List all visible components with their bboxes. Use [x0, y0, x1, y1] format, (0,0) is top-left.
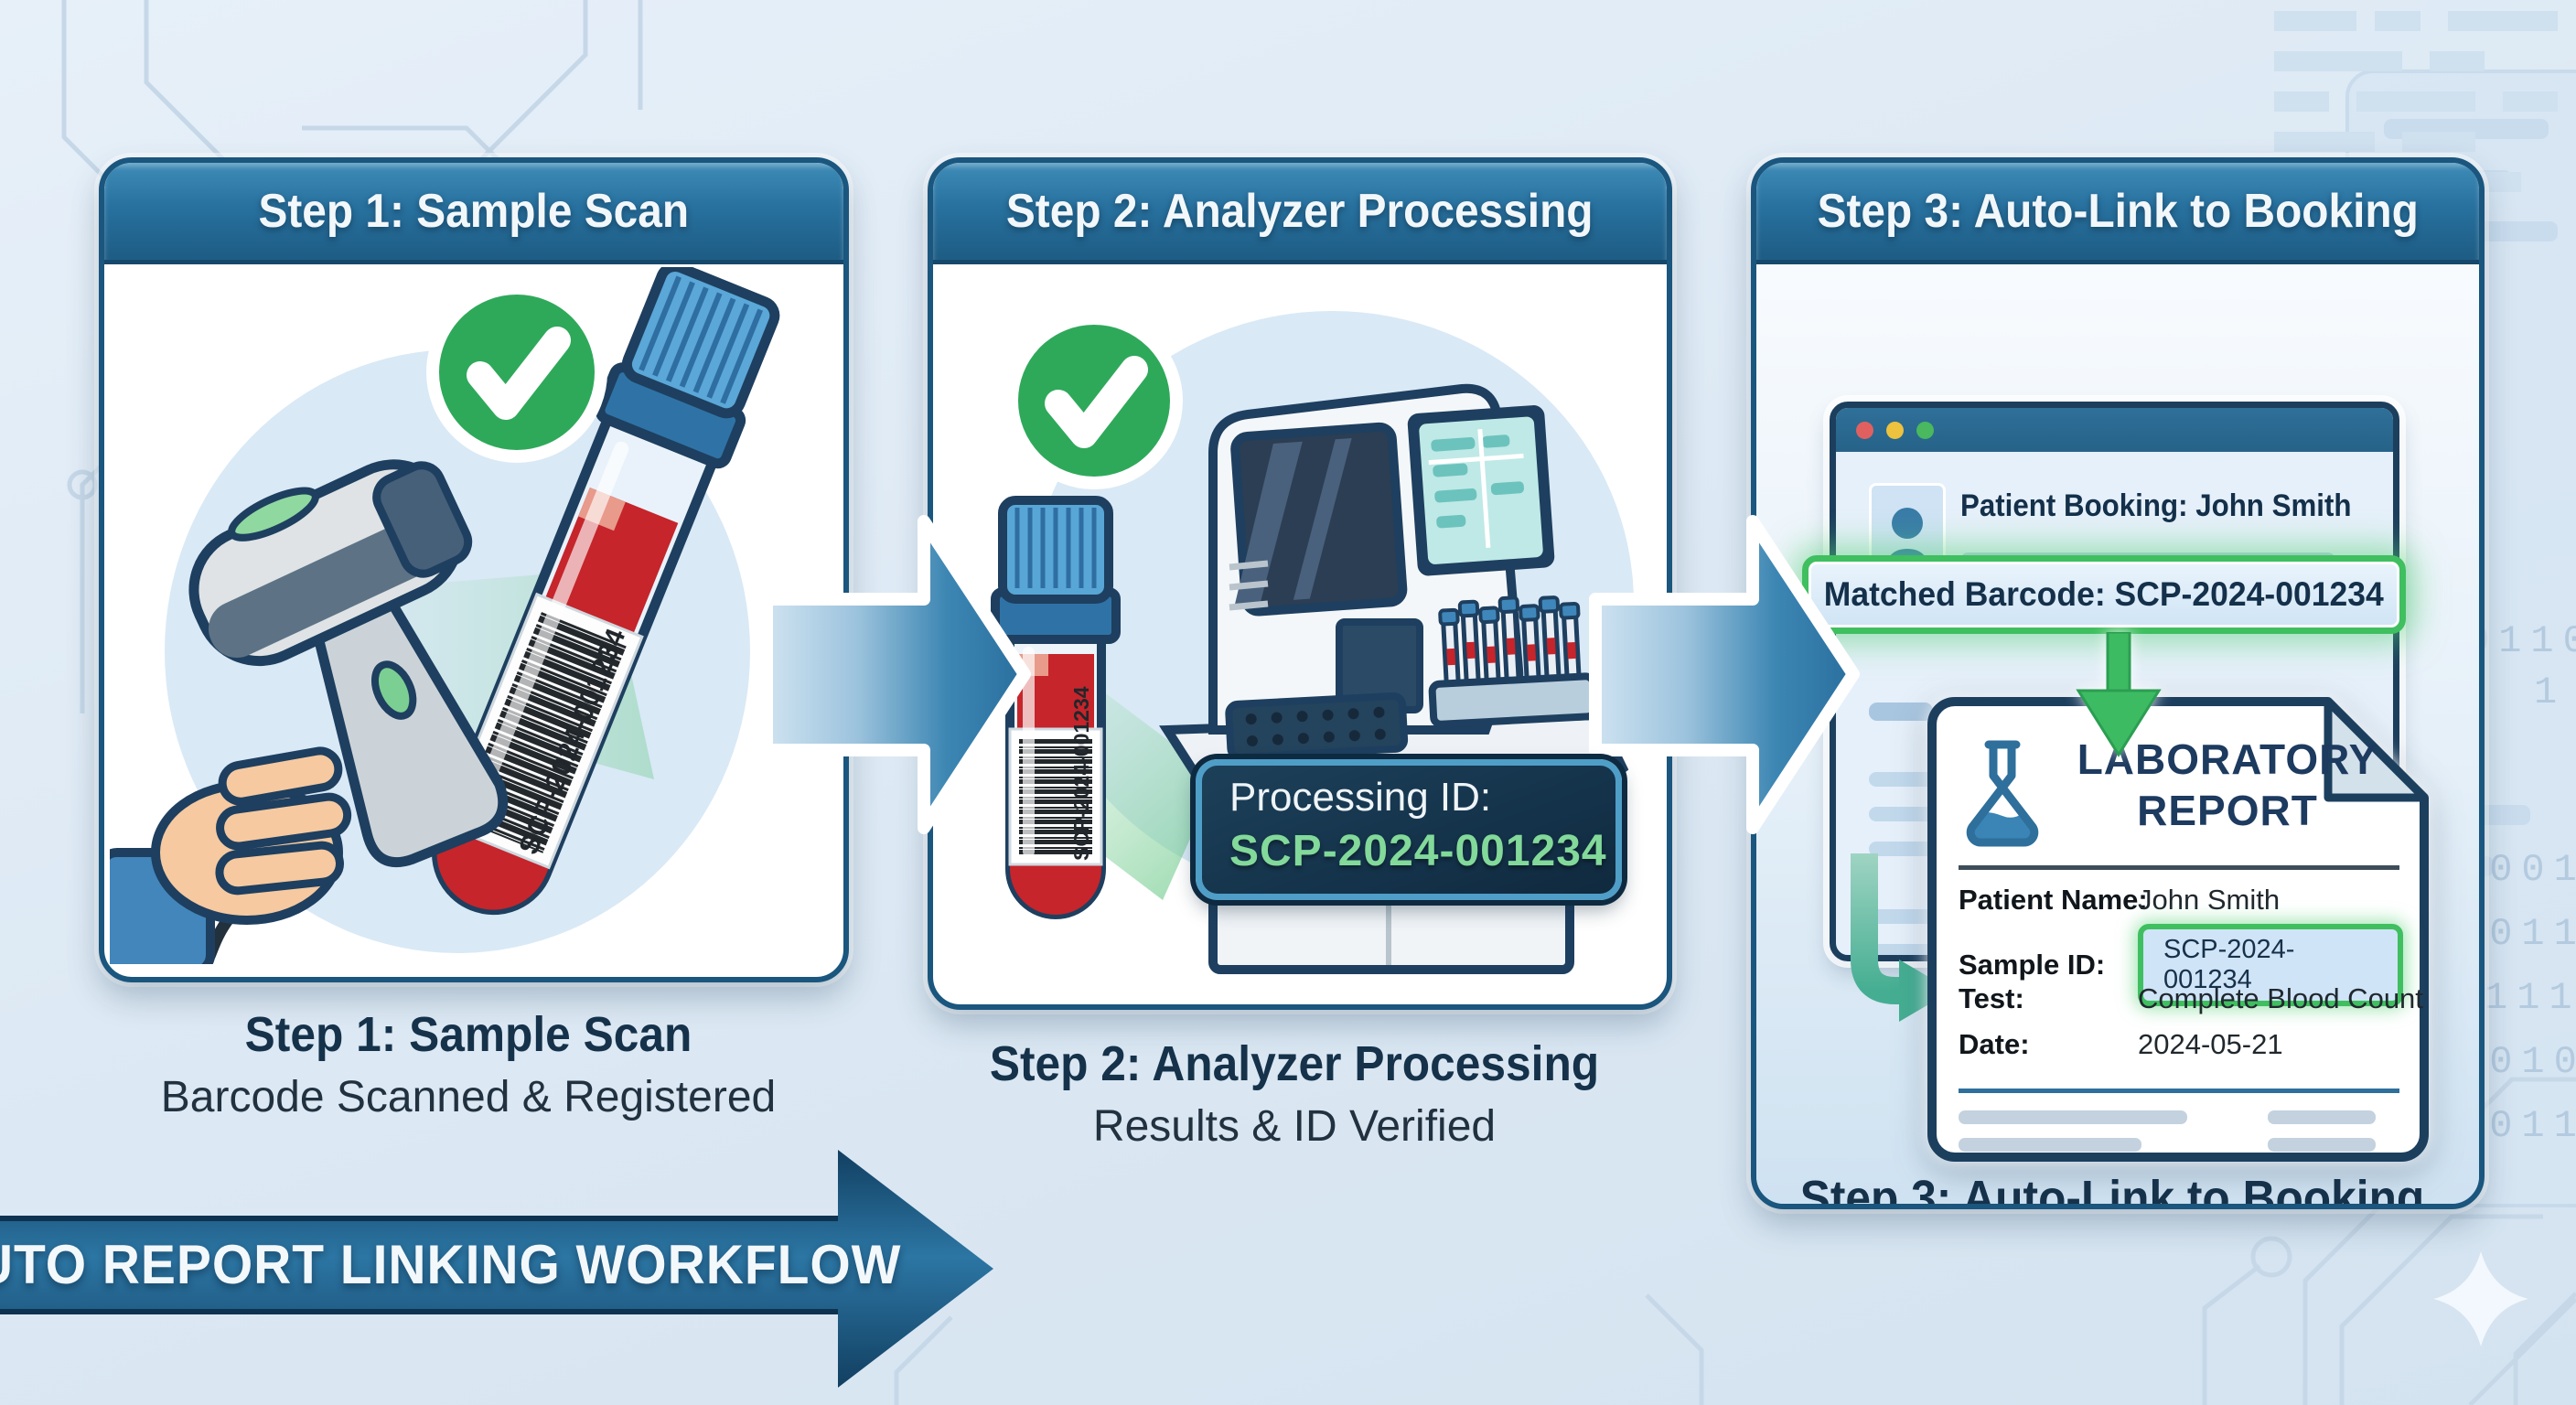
- processing-id-value: SCP-2024-001234: [1229, 827, 1607, 875]
- flow-arrow-1: [760, 515, 1031, 834]
- report-field-value: John Smith: [2138, 884, 2281, 916]
- step3-header-label: Step 3: Auto-Link to Booking: [1817, 185, 2419, 238]
- matched-barcode-label: Matched Barcode: SCP-2024-001234: [1823, 575, 2384, 613]
- step3-caption: Step 3: Auto-Link to Booking Report Auto…: [1769, 1170, 2455, 1209]
- step1-caption: Step 1: Sample Scan Barcode Scanned & Re…: [99, 1006, 838, 1122]
- report-divider-blue: [1959, 1089, 2399, 1093]
- report-title: LABORATORY REPORT: [2077, 735, 2378, 835]
- report-field-row: Date: 2024-05-21: [1959, 1028, 2403, 1061]
- step1-header-label: Step 1: Sample Scan: [258, 185, 690, 238]
- step3-header: Step 3: Auto-Link to Booking: [1756, 163, 2479, 264]
- report-field-label: Patient Name:: [1959, 884, 2148, 916]
- page-fold: [2324, 697, 2429, 802]
- id-beam: [1076, 686, 1218, 900]
- window-dot-red: [1856, 421, 1873, 439]
- sample-rack: [1428, 595, 1598, 728]
- blood-tube-illustration: SCP-2024-001234: [991, 496, 1121, 919]
- processing-id-label: Processing ID:: [1229, 775, 1492, 820]
- report-divider: [1959, 865, 2399, 870]
- step1-caption-title: Step 1: Sample Scan: [244, 1007, 692, 1062]
- report-field-value: Complete Blood Count: [2138, 982, 2423, 1014]
- svg-text:0110: 0110: [2466, 619, 2576, 663]
- booking-window-title: Patient Booking: John Smith: [1960, 488, 2352, 523]
- step1-header: Step 1: Sample Scan: [104, 163, 843, 264]
- flow-arrow-2: [1589, 515, 1860, 834]
- placeholder-line: [2268, 1110, 2376, 1124]
- sparkle-decoration: [2433, 1251, 2528, 1346]
- window-titlebar: [1836, 408, 2393, 452]
- hand-illustration: [110, 746, 352, 964]
- step3-caption-title: Step 3: Auto-Link to Booking: [1799, 1171, 2425, 1209]
- svg-text:1: 1: [2534, 670, 2566, 714]
- report-field-label: Test:: [1959, 982, 2024, 1014]
- step2-caption-title: Step 2: Analyzer Processing: [989, 1036, 1600, 1091]
- report-field-row: Test: Complete Blood Count: [1959, 982, 2423, 1015]
- step2-caption-subtitle: Results & ID Verified: [1092, 1102, 1497, 1151]
- svg-text:111: 111: [2485, 976, 2576, 1020]
- window-dot-green: [1916, 421, 1934, 439]
- placeholder-line: [1869, 702, 1933, 721]
- flask-icon: [1966, 740, 2039, 847]
- step1-caption-subtitle: Barcode Scanned & Registered: [160, 1073, 777, 1121]
- workflow-banner-label: AUTO REPORT LINKING WORKFLOW: [0, 1233, 902, 1295]
- placeholder-line: [1959, 1110, 2187, 1124]
- processing-id-box: Processing ID: SCP-2024-001234: [1196, 759, 1622, 900]
- matched-barcode-box: Matched Barcode: SCP-2024-001234: [1802, 555, 2406, 634]
- check-icon: [1005, 312, 1183, 489]
- workflow-banner-arrow: [0, 1150, 993, 1388]
- step2-header-label: Step 2: Analyzer Processing: [1006, 185, 1594, 238]
- step2-caption: Step 2: Analyzer Processing Results & ID…: [928, 1035, 1661, 1152]
- sample-id-highlight: SCP-2024-001234: [2138, 924, 2403, 1006]
- report-field-value: 2024-05-21: [2138, 1028, 2283, 1060]
- window-dot-yellow: [1886, 421, 1904, 439]
- scanner-light: [228, 487, 319, 542]
- match-arrow-icon: [2076, 632, 2162, 757]
- step2-header: Step 2: Analyzer Processing: [933, 163, 1667, 264]
- check-icon: [426, 282, 607, 463]
- report-field-label: Date:: [1959, 1028, 2030, 1060]
- scanner-trigger: [370, 660, 417, 720]
- barcode-scanner-illustration: [110, 459, 509, 964]
- report-field-row: Patient Name: John Smith: [1959, 884, 2403, 917]
- step3-panel-body: Patient Booking: John Smith Matched Barc…: [1756, 264, 2479, 1204]
- workflow-banner: AUTO REPORT LINKING WORKFLOW: [0, 1218, 900, 1310]
- report-field-label: Sample ID:: [1959, 949, 2106, 981]
- placeholder-line: [1959, 1138, 2141, 1152]
- step3-panel: Step 3: Auto-Link to Booking Patient Boo…: [1751, 157, 2485, 1209]
- step1-illustration: SCP-2024-001234: [110, 267, 780, 964]
- link-arrow-icon: [1851, 853, 1952, 1022]
- barcode-text: SCP-2024-001234: [1069, 686, 1093, 861]
- report-field-row: Sample ID: SCP-2024-001234: [1959, 924, 2403, 1006]
- placeholder-line: [2268, 1138, 2376, 1152]
- laboratory-report: LABORATORY REPORT Patient Name: John Smi…: [1927, 697, 2429, 1162]
